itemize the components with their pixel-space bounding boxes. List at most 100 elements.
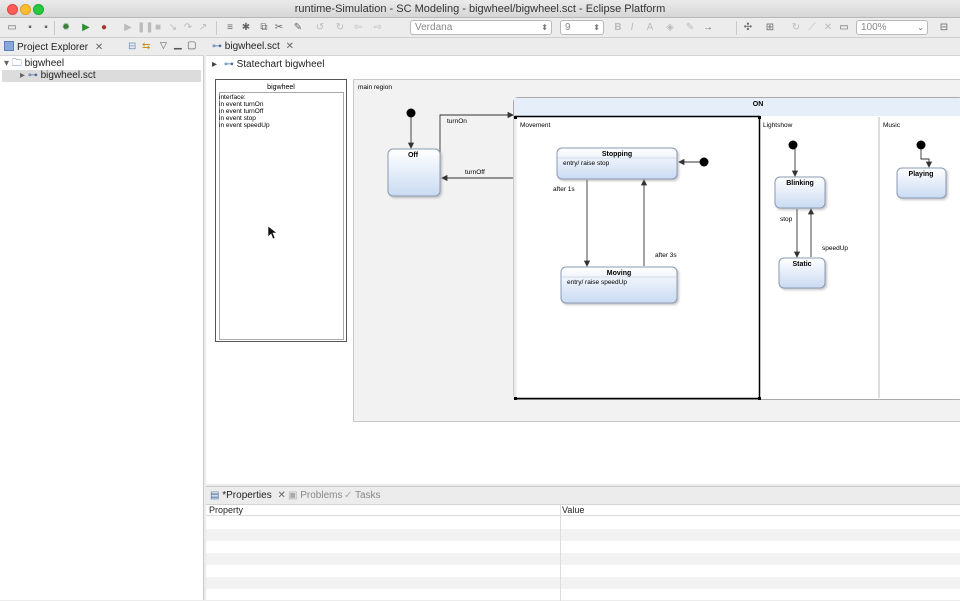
bottom-tabbar: ▤ *Properties ✕ ▣ Problems ✓ Tasks bbox=[206, 487, 960, 505]
tree-item-bigwheel[interactable]: ▾ 🗀 bigwheel bbox=[4, 58, 64, 70]
state-off[interactable]: Off bbox=[388, 149, 440, 196]
font-color-icon[interactable]: A bbox=[644, 22, 656, 34]
tab-project-explorer[interactable]: Project Explorer ✕ bbox=[4, 41, 103, 53]
annotation-icon[interactable]: ↻ bbox=[334, 22, 346, 34]
transition-label: turnOff bbox=[465, 169, 485, 176]
link-editor-icon[interactable]: ⇆ bbox=[142, 41, 150, 52]
state-blinking[interactable]: Blinking bbox=[775, 177, 825, 208]
collapse-all-icon[interactable]: ⊟ bbox=[128, 41, 136, 52]
maximize-icon[interactable]: ▢ bbox=[187, 40, 196, 51]
view-menu-icon[interactable]: ▽ bbox=[160, 40, 167, 51]
region-label-music: Music bbox=[883, 122, 901, 129]
close-icon[interactable]: ✕ bbox=[286, 41, 294, 52]
state-stopping[interactable]: Stopping entry/ raise stop bbox=[557, 148, 677, 179]
new-icon[interactable]: ▭ bbox=[6, 22, 18, 34]
definition-line: in event turnOff bbox=[219, 108, 264, 115]
external-tools-icon[interactable]: ● bbox=[98, 22, 110, 34]
statechart-canvas[interactable]: bigwheel interface: in event turnOn in e… bbox=[206, 56, 960, 484]
column-divider[interactable] bbox=[560, 505, 561, 601]
magic-icon[interactable]: ✱ bbox=[240, 22, 252, 34]
tab-tasks[interactable]: ✓ Tasks bbox=[344, 490, 381, 501]
size-icon[interactable]: ▭ bbox=[838, 22, 850, 34]
definition-section[interactable]: bigwheel interface: in event turnOn in e… bbox=[216, 80, 347, 342]
navigate-icon[interactable]: ↺ bbox=[314, 22, 326, 34]
terminate-icon[interactable]: ■ bbox=[152, 22, 164, 34]
state-name: Stopping bbox=[602, 151, 632, 158]
state-playing[interactable]: Playing bbox=[897, 168, 946, 198]
tasks-icon: ✓ bbox=[344, 490, 352, 501]
window-title: runtime-Simulation - SC Modeling - bigwh… bbox=[0, 3, 960, 15]
definition-title: bigwheel bbox=[267, 84, 295, 91]
initial-state-main[interactable] bbox=[407, 109, 416, 118]
align-icon[interactable]: ≡ bbox=[224, 22, 236, 34]
font-size-combo[interactable]: 9⬍ bbox=[560, 20, 604, 35]
project-explorer-tabbar: Project Explorer ✕ ⊟ ⇆ ▽ ▁ ▢ bbox=[0, 38, 204, 56]
font-family-combo[interactable]: Verdana⬍ bbox=[410, 20, 552, 35]
initial-state-lightshow[interactable] bbox=[789, 141, 798, 150]
save-all-icon[interactable]: ▪ bbox=[40, 22, 52, 34]
step-over-icon[interactable]: ↷ bbox=[182, 22, 194, 34]
fill-color-icon[interactable]: ◈ bbox=[664, 22, 676, 34]
resume-icon[interactable]: ▶ bbox=[122, 22, 134, 34]
tab-properties[interactable]: ▤ *Properties ✕ bbox=[210, 490, 286, 501]
run-icon[interactable]: ▶ bbox=[80, 22, 92, 34]
transition-label: speedUp bbox=[822, 245, 848, 252]
suspend-icon[interactable]: ❚❚ bbox=[137, 22, 149, 34]
expanded-arrow-icon[interactable]: ▾ bbox=[4, 58, 9, 69]
bold-icon[interactable]: B bbox=[612, 22, 624, 34]
definition-line: in event speedUp bbox=[219, 122, 270, 129]
close-icon[interactable]: ✕ bbox=[277, 490, 285, 501]
region-label-movement: Movement bbox=[520, 122, 551, 129]
line-style-icon[interactable]: → bbox=[702, 22, 714, 34]
properties-table-header: Property Value bbox=[206, 505, 960, 516]
arrange-icon[interactable]: ⧉ bbox=[258, 22, 270, 34]
state-name: Moving bbox=[607, 270, 632, 277]
step-into-icon[interactable]: ↘ bbox=[167, 22, 179, 34]
window-titlebar: runtime-Simulation - SC Modeling - bigwh… bbox=[0, 0, 960, 18]
collapsed-arrow-icon[interactable]: ▸ bbox=[20, 70, 25, 81]
close-icon[interactable]: ✕ bbox=[95, 42, 103, 53]
scissors-icon[interactable]: ✂ bbox=[273, 22, 285, 34]
disabled-icon[interactable]: ⟋ bbox=[806, 22, 818, 34]
state-name: Blinking bbox=[786, 180, 814, 187]
initial-state-movement[interactable] bbox=[700, 158, 709, 167]
zoom-combo[interactable]: 100%⌄ bbox=[856, 20, 928, 35]
state-moving[interactable]: Moving entry/ raise speedUp bbox=[561, 267, 677, 303]
perspective-icon[interactable]: ⊟ bbox=[938, 22, 950, 34]
initial-state-music[interactable] bbox=[917, 141, 926, 150]
layout-icon[interactable]: ⊞ bbox=[764, 22, 776, 34]
state-action: entry/ raise stop bbox=[563, 160, 610, 167]
column-header-property[interactable]: Property bbox=[209, 505, 243, 515]
tree-item-bigwheel-sct[interactable]: ▸ ⊶ bigwheel.sct bbox=[2, 70, 201, 82]
select-icon[interactable]: ✣ bbox=[742, 22, 754, 34]
definition-line: interface: bbox=[219, 94, 246, 101]
main-toolbar: ▭ ▪ ▪ ✹ ▶ ● ▶ ❚❚ ■ ↘ ↷ ↗ ≡ ✱ ⧉ ✂ ✎ ↺ ↻ ⇦… bbox=[0, 18, 960, 38]
step-return-icon[interactable]: ↗ bbox=[197, 22, 209, 34]
project-folder-icon: 🗀 bbox=[12, 58, 22, 69]
back-icon[interactable]: ⇦ bbox=[352, 22, 364, 34]
save-icon[interactable]: ▪ bbox=[24, 22, 36, 34]
delete-icon[interactable]: ✕ bbox=[822, 22, 834, 34]
tab-problems[interactable]: ▣ Problems bbox=[288, 490, 342, 501]
column-header-value[interactable]: Value bbox=[562, 505, 584, 515]
italic-icon[interactable]: I bbox=[626, 22, 638, 34]
composite-state-name: ON bbox=[753, 101, 764, 108]
state-static[interactable]: Static bbox=[779, 258, 825, 288]
state-action: entry/ raise speedUp bbox=[567, 279, 627, 286]
composite-state-on[interactable]: ON Movement Lightshow Music bbox=[514, 98, 960, 401]
editor-tabbar: ⊶ bigwheel.sct ✕ bbox=[206, 38, 960, 56]
transition-label: turnOn bbox=[447, 118, 467, 125]
problems-icon: ▣ bbox=[288, 490, 297, 501]
tab-bigwheel-sct[interactable]: ⊶ bigwheel.sct ✕ bbox=[212, 41, 294, 52]
debug-icon[interactable]: ✹ bbox=[60, 22, 72, 34]
folder-icon bbox=[4, 41, 14, 51]
state-name: Playing bbox=[909, 171, 934, 178]
minimize-icon[interactable]: ▁ bbox=[174, 39, 182, 50]
pin-icon[interactable]: ✎ bbox=[292, 22, 304, 34]
line-color-icon[interactable]: ✎ bbox=[684, 22, 696, 34]
refresh-icon[interactable]: ↻ bbox=[790, 22, 802, 34]
statechart-file-icon: ⊶ bbox=[212, 41, 222, 52]
region-label-lightshow: Lightshow bbox=[763, 122, 793, 129]
forward-icon[interactable]: ⇨ bbox=[372, 22, 384, 34]
state-name: Off bbox=[408, 152, 419, 159]
